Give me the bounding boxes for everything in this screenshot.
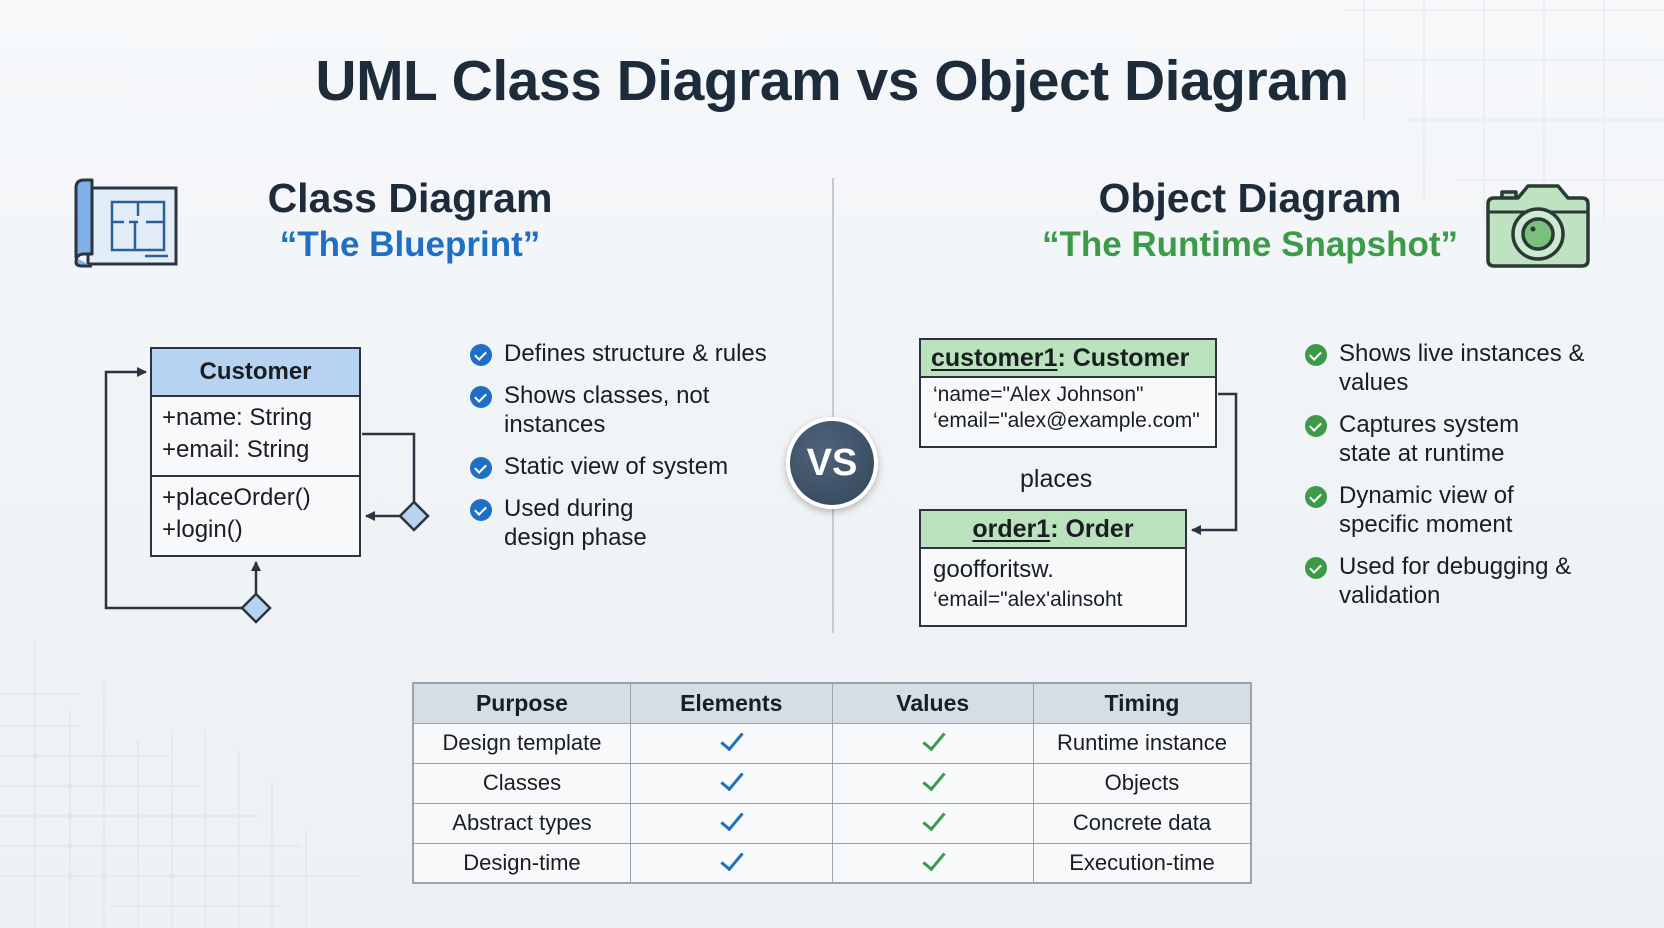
object-type: : Customer [1057,344,1190,372]
table-row: Classes Objects [412,762,1252,804]
check-circle-icon [1305,557,1327,579]
center-divider [832,178,834,633]
table-header-row: Purpose Elements Values Timing [412,682,1252,724]
list-item: Static view of system [470,452,770,481]
object-diagram-title: Object Diagram [1098,175,1402,221]
background-grid [0,640,360,928]
link-label: places [1020,465,1093,493]
object-diagram-heading: Object Diagram “The Runtime Snapshot” [1010,174,1490,268]
object-values: ‘name="Alex Johnson" ‘email="alex@exampl… [921,378,1215,438]
object-header: customer1: Customer [921,340,1215,378]
table-row: Design template Runtime instance [412,722,1252,764]
check-circle-icon [470,457,492,479]
blueprint-icon [74,178,178,268]
aggregation-diamond-bottom [240,592,272,624]
column-header: Elements [629,682,833,724]
class-method: +login() [162,516,243,543]
object-type: : Order [1050,515,1134,543]
list-item: Dynamic view of specific moment [1305,481,1605,539]
checkmark-icon [920,772,946,790]
object-value: ‘name="Alex Johnson" [933,383,1144,406]
list-item: Shows classes, not instances [470,381,770,439]
checkmark-icon [920,812,946,830]
values-cell [831,842,1034,884]
checkmark-icon [920,852,946,870]
timing-cell: Concrete data [1032,802,1252,844]
timing-cell: Objects [1032,762,1252,804]
column-header: Purpose [412,682,631,724]
values-cell [831,802,1034,844]
class-diagram-features: Defines structure & rules Shows classes,… [470,339,770,565]
list-item: Defines structure & rules [470,339,770,368]
check-circle-icon [470,344,492,366]
customer-object-box: customer1: Customer ‘name="Alex Johnson"… [919,338,1217,448]
checkmark-icon [718,812,744,830]
class-methods: +placeOrder() +login() [152,477,359,552]
object-diagram-features: Shows live instances & values Captures s… [1305,339,1605,623]
page-title: UML Class Diagram vs Object Diagram [315,49,1349,113]
customer-class-box: Customer +name: String +email: String +p… [150,347,361,557]
object-value: ‘email="alex'alinsoht [933,588,1123,611]
class-diagram-heading: Class Diagram “The Blueprint” [220,174,600,268]
list-item: Used for debugging & validation [1305,552,1605,610]
vs-badge: VS [786,417,878,509]
elements-cell [629,722,833,764]
class-name: Customer [152,349,359,397]
comparison-table: Purpose Elements Values Timing Design te… [412,682,1252,884]
timing-cell: Runtime instance [1032,722,1252,764]
object-value: goofforitsw. [933,556,1054,583]
camera-icon [1486,184,1590,268]
class-diagram-tagline: “The Blueprint” [279,225,541,264]
check-circle-icon [470,499,492,521]
list-item: Used during design phase [470,494,770,552]
class-diagram-title: Class Diagram [267,175,553,221]
class-method: +placeOrder() [162,484,311,511]
timing-cell: Execution-time [1032,842,1252,884]
checkmark-icon [920,732,946,750]
purpose-cell: Abstract types [412,802,631,844]
checkmark-icon [718,852,744,870]
check-circle-icon [470,386,492,408]
check-circle-icon [1305,344,1327,366]
purpose-cell: Classes [412,762,631,804]
class-attribute: +email: String [162,436,310,463]
column-header: Timing [1032,682,1252,724]
table-row: Abstract types Concrete data [412,802,1252,844]
table-row: Design-time Execution-time [412,842,1252,884]
check-circle-icon [1305,486,1327,508]
checkmark-icon [718,732,744,750]
checkmark-icon [718,772,744,790]
class-attribute: +name: String [162,404,313,431]
elements-cell [629,802,833,844]
class-attributes: +name: String +email: String [152,397,359,477]
object-instance-name: order1 [972,515,1051,543]
order-object-box: order1: Order goofforitsw. ‘email="alex'… [919,509,1187,627]
values-cell [831,762,1034,804]
object-values: goofforitsw. ‘email="alex'alinsoht [921,549,1185,617]
object-header: order1: Order [921,511,1185,549]
aggregation-diamond-right [398,500,430,532]
object-value: ‘email="alex@example.com" [933,409,1200,432]
elements-cell [629,842,833,884]
purpose-cell: Design-time [412,842,631,884]
values-cell [831,722,1034,764]
check-circle-icon [1305,415,1327,437]
list-item: Shows live instances & values [1305,339,1605,397]
elements-cell [629,762,833,804]
column-header: Values [831,682,1034,724]
object-diagram-tagline: “The Runtime Snapshot” [1041,225,1459,264]
object-instance-name: customer1 [931,344,1058,372]
list-item: Captures system state at runtime [1305,410,1605,468]
purpose-cell: Design template [412,722,631,764]
